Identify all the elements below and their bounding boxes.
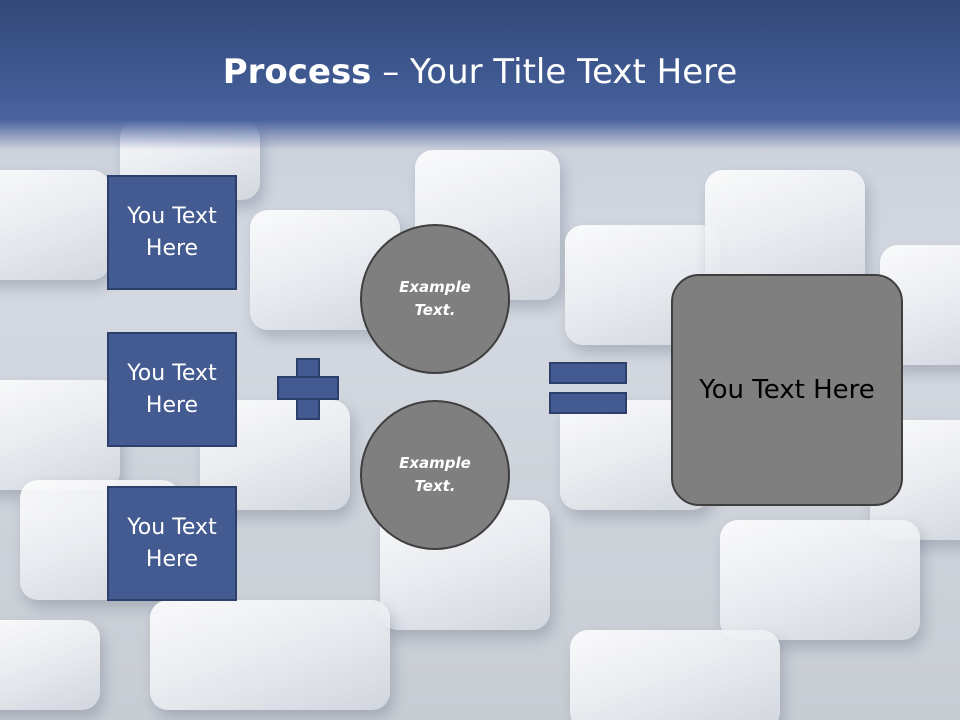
process-box-label: You Text Here [127,514,217,572]
process-box-1[interactable]: You Text Here [107,175,237,290]
process-box-label: You Text Here [127,360,217,418]
result-box[interactable]: You Text Here [671,274,903,506]
example-circle-2[interactable]: Example Text. [360,400,510,550]
example-circle-1[interactable]: Example Text. [360,224,510,374]
title-rest: – Your Title Text Here [371,52,738,92]
circle-label: Example Text. [399,278,471,319]
process-box-label: You Text Here [127,203,217,261]
title-bold: Process [222,52,372,92]
process-box-2[interactable]: You Text Here [107,332,237,447]
process-box-3[interactable]: You Text Here [107,486,237,601]
title-banner [0,0,960,150]
circle-label: Example Text. [399,454,471,495]
slide-title: Process – Your Title Text Here [0,52,960,92]
result-label: You Text Here [699,375,875,405]
